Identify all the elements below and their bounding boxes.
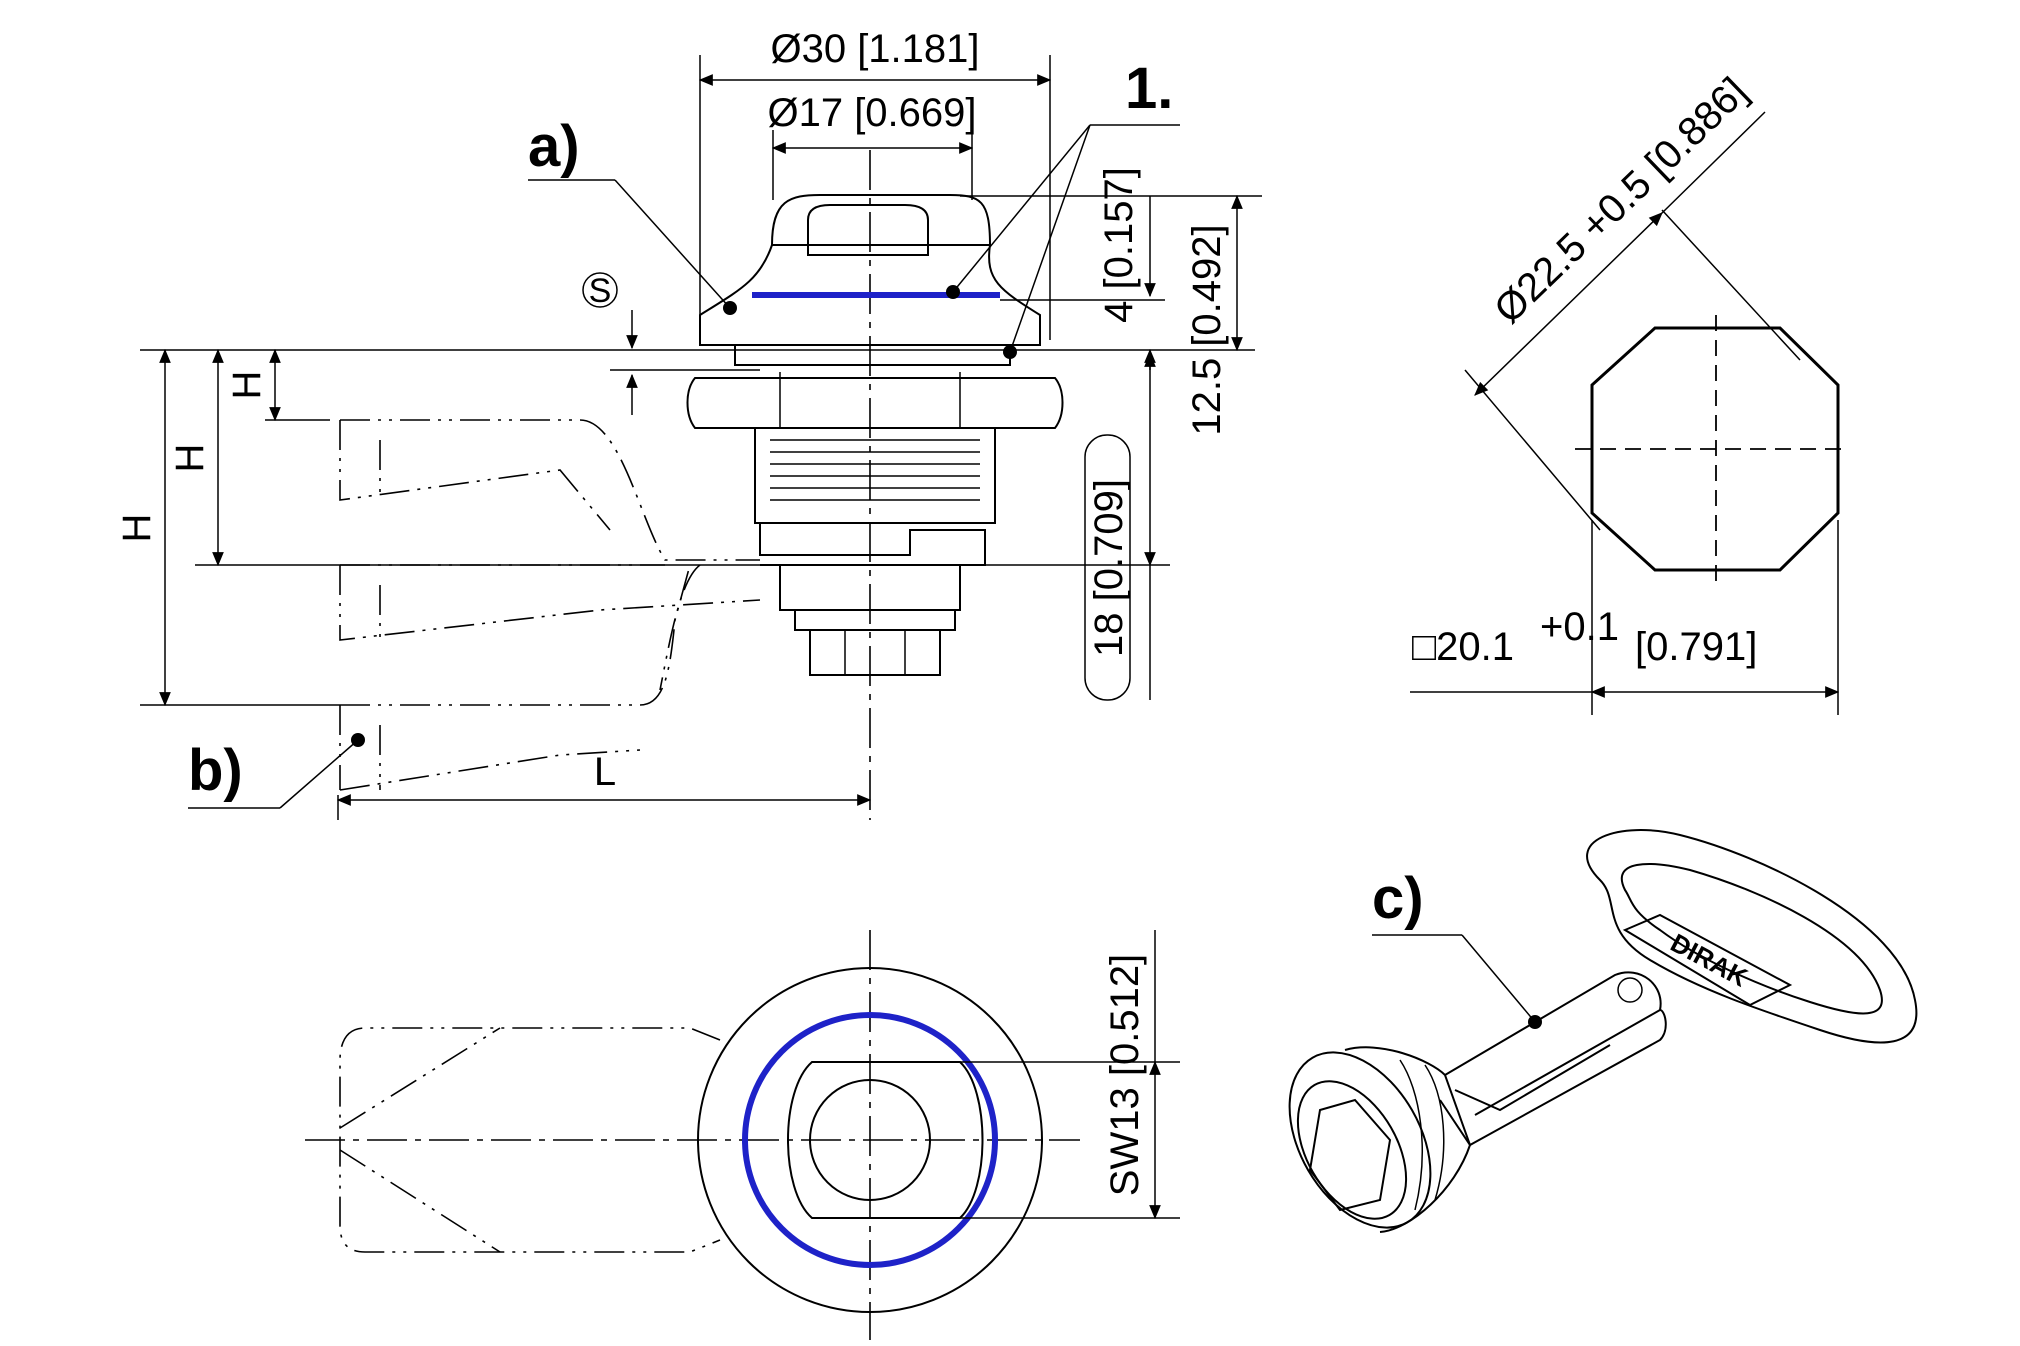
key-shaft-top [1444, 971, 1662, 1116]
washer [734, 344, 1011, 366]
dim-h-medium: H [168, 444, 212, 473]
dim-l: L [594, 750, 616, 794]
s-symbol-circle [582, 272, 618, 308]
front-inner-circle [809, 1079, 931, 1201]
key-socket-profile [1308, 1098, 1392, 1212]
dim-s: S [589, 272, 612, 310]
dim-4: 4 [0.157] [1097, 167, 1141, 323]
callout-a: a) [528, 114, 580, 179]
callout-1-point-a [946, 285, 960, 299]
dim-18-frame [1084, 434, 1131, 701]
front-flange-circle [697, 967, 1043, 1313]
thread-lines [770, 439, 980, 501]
callout-b: b) [188, 738, 243, 803]
dim-sq20-1-tol: +0.1 [1540, 605, 1619, 649]
callout-a-point [723, 301, 737, 315]
cam-washer [794, 609, 956, 631]
front-view: SW13 [0.512] [305, 930, 1180, 1340]
head-dome [770, 194, 992, 246]
key-isometric: DIRAK c) [1288, 829, 1918, 1233]
key-shaft-bottom [1439, 1009, 1667, 1147]
dim-line-dia22-5 [1474, 212, 1663, 396]
callout-1: 1. [1125, 56, 1173, 121]
cam-screw [809, 629, 941, 676]
dim-h-large: H [115, 514, 159, 543]
key-socket-outer [1288, 1051, 1432, 1229]
dim-12-5: 12.5 [0.492] [1185, 224, 1229, 435]
cam-phantom-positions [339, 419, 761, 791]
dim-dia30: Ø30 [1.181] [770, 27, 979, 71]
key-profile-outline [1590, 326, 1840, 572]
key-handle-inner [1620, 863, 1883, 1015]
key-brand-plate [1622, 913, 1793, 1007]
callout-b-point [351, 733, 365, 747]
hex-nut [686, 377, 1064, 429]
callout-c: c) [1372, 866, 1424, 931]
dim-h-small: H [225, 371, 269, 400]
front-cam-phantom [339, 1027, 721, 1253]
dim-dia22-5: Ø22.5 +0.5 [0.886] [1486, 69, 1756, 332]
key-handle-outer [1586, 829, 1918, 1044]
key-slot-top [807, 204, 929, 256]
dim-18: 18 [0.709] [1087, 479, 1131, 657]
dim-dia17: Ø17 [0.669] [767, 91, 976, 135]
dim-sq20-1: □20.1 [1412, 625, 1514, 669]
seal-ring-front [742, 1012, 998, 1268]
dim-sw13: SW13 [0.512] [1103, 954, 1147, 1196]
key-socket-body [1344, 1046, 1472, 1233]
key-brand: DIRAK [1666, 927, 1753, 992]
side-view: Ø30 [1.181] Ø17 [0.669] 1. a) b) S H [115, 27, 1262, 820]
callout-1-point-b [1003, 345, 1017, 359]
dim-sq20-1-inch: [0.791] [1635, 625, 1757, 669]
key-logo-circle [1617, 977, 1643, 1003]
callout-c-point [1528, 1015, 1542, 1029]
threaded-body [754, 427, 996, 524]
key-profile-view: Ø22.5 +0.5 [0.886] □20.1 +0.1 [0.791] [1410, 69, 1850, 715]
lower-body [759, 523, 986, 566]
